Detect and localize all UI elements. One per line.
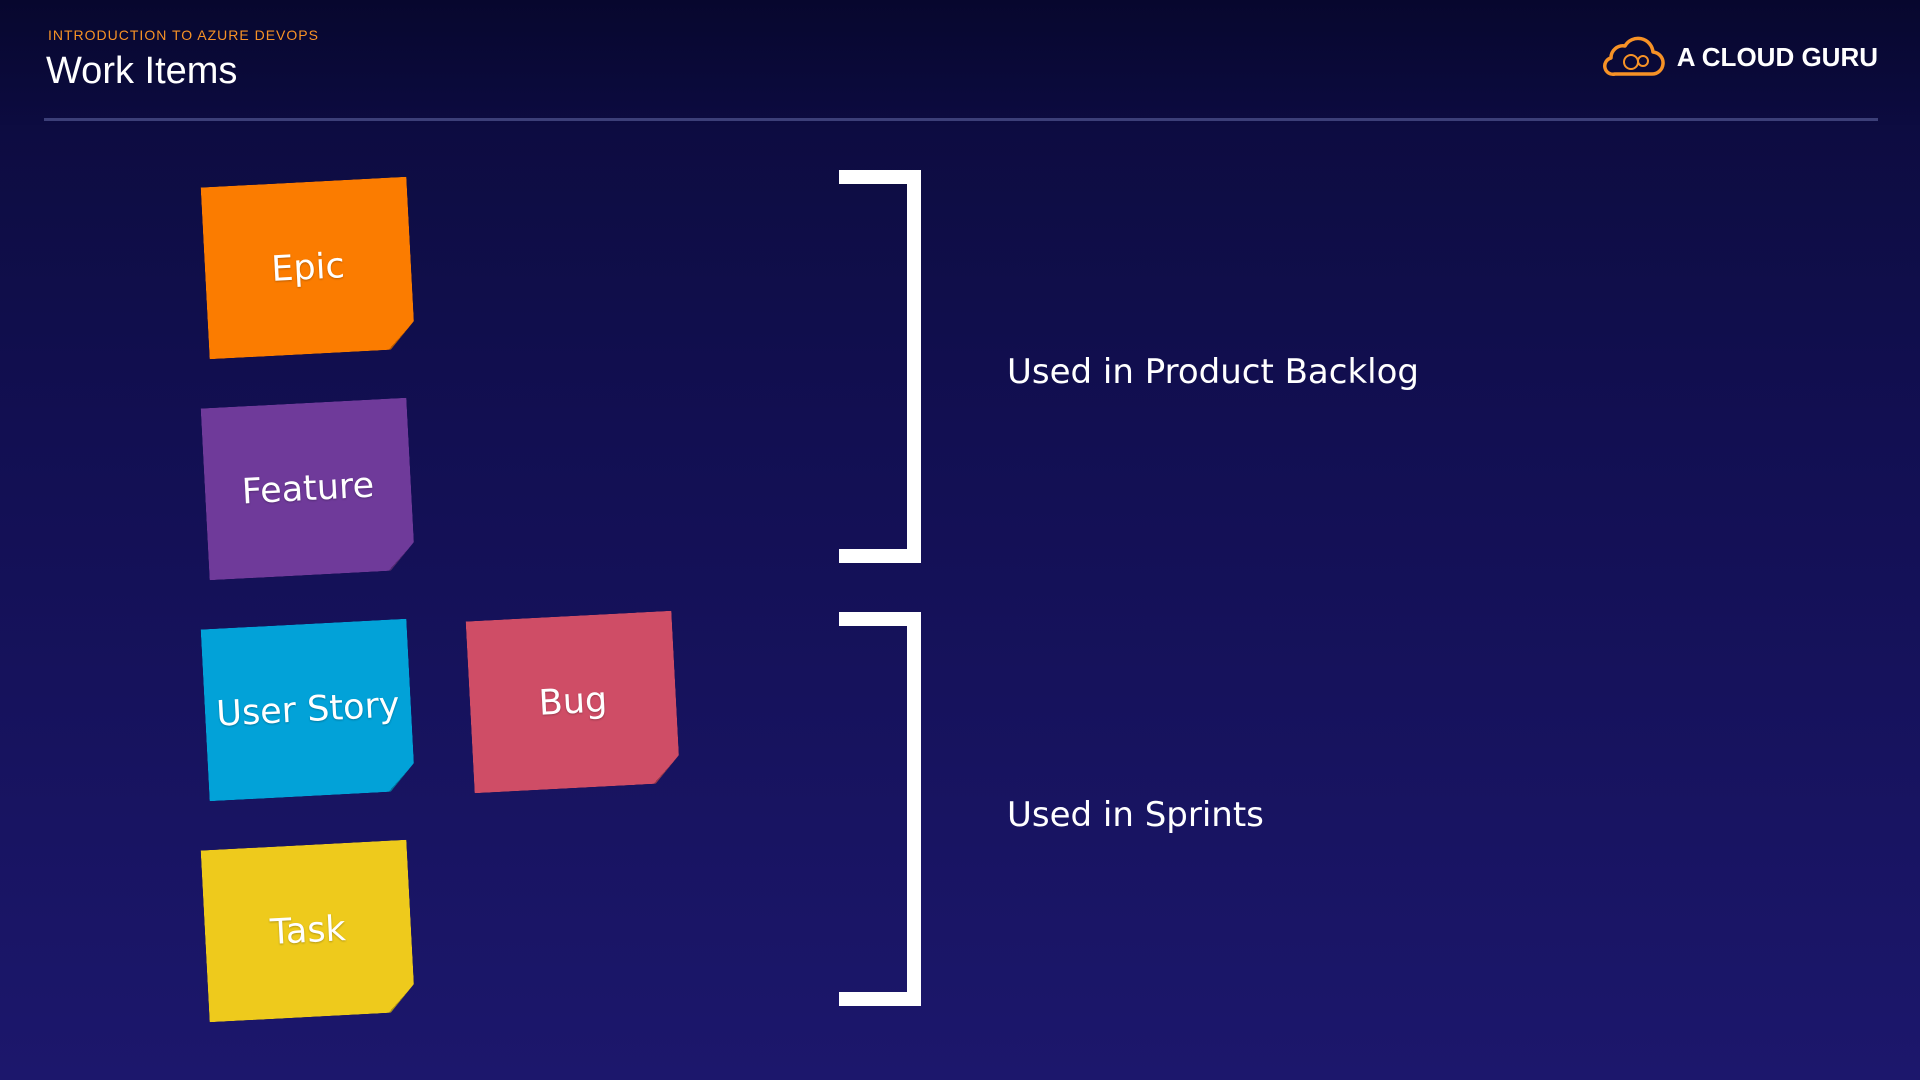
page-curl-icon <box>653 755 680 784</box>
course-kicker: INTRODUCTION TO AZURE DEVOPS <box>48 27 319 43</box>
sprints-bracket <box>839 612 921 1006</box>
page-title: Work Items <box>46 50 238 92</box>
bug-label: Bug <box>537 680 609 724</box>
page-curl-icon <box>388 763 415 792</box>
epic-label: Epic <box>270 246 346 290</box>
page-curl-icon <box>388 984 415 1013</box>
backlog-bracket <box>839 170 921 563</box>
feature-note: Feature <box>201 398 416 581</box>
cloud-logo-icon <box>1602 36 1665 76</box>
epic-note: Epic <box>201 177 416 360</box>
brand-logo: A CLOUD GURU <box>1601 36 1878 78</box>
user-story-note: User Story <box>201 619 416 802</box>
slide-header <box>0 0 1920 125</box>
sprints-caption: Used in Sprints <box>1007 795 1264 835</box>
page-curl-icon <box>388 542 415 571</box>
feature-label: Feature <box>240 465 376 513</box>
bug-note: Bug <box>466 611 681 794</box>
header-divider <box>44 118 1878 121</box>
task-note: Task <box>201 840 416 1023</box>
brand-name: A CLOUD GURU <box>1676 41 1878 72</box>
task-label: Task <box>269 909 347 953</box>
user-story-label: User Story <box>215 685 401 735</box>
page-curl-icon <box>388 321 415 350</box>
backlog-caption: Used in Product Backlog <box>1007 352 1419 392</box>
